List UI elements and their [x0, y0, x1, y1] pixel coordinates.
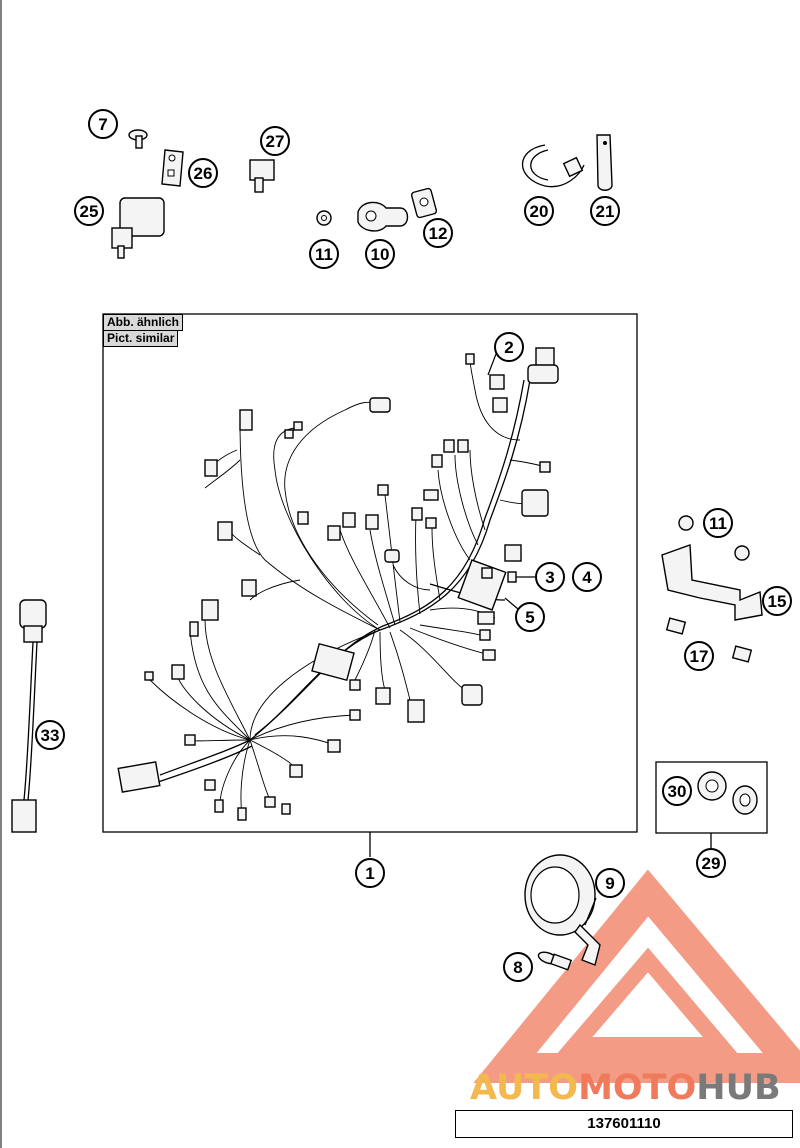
- svg-text:11: 11: [315, 245, 333, 264]
- callout-3: 3: [535, 562, 565, 592]
- svg-text:33: 33: [41, 726, 60, 745]
- callout-33: 33: [35, 720, 65, 750]
- svg-text:5: 5: [525, 608, 534, 627]
- callout-4: 4: [572, 562, 602, 592]
- callout-12: 12: [423, 218, 453, 248]
- part-20-cable-tie: [521, 144, 585, 188]
- svg-text:21: 21: [596, 202, 615, 221]
- svg-text:8: 8: [513, 958, 522, 977]
- svg-text:1: 1: [365, 864, 374, 883]
- svg-text:30: 30: [668, 782, 687, 801]
- callout-15: 15: [762, 586, 792, 616]
- part-27-connector: [249, 159, 275, 193]
- watermark-text: AUTOMOTOHUB: [470, 1068, 781, 1108]
- part-26-bracket: [161, 149, 184, 187]
- svg-text:17: 17: [690, 647, 709, 666]
- callout-10: 10: [365, 239, 395, 269]
- callout-17: 17: [684, 641, 714, 671]
- part-30-grommet: [697, 771, 758, 815]
- part-11-nut: [316, 210, 332, 226]
- callout-2: 2: [494, 332, 524, 362]
- watermark-part-hub: HUB: [696, 1068, 781, 1108]
- callout-11-top: 11: [309, 239, 339, 269]
- part-33-sensor-cable: [11, 599, 47, 833]
- part-9-horn: [524, 854, 601, 966]
- svg-text:15: 15: [768, 592, 787, 611]
- callout-20: 20: [524, 196, 554, 226]
- watermark-part-moto: MOTO: [578, 1068, 697, 1108]
- part-12-clip: [410, 187, 438, 219]
- leader-5: [504, 597, 519, 610]
- svg-text:12: 12: [429, 224, 448, 243]
- frame-label-english: Pict. similar: [103, 330, 179, 347]
- callout-9: 9: [595, 868, 625, 898]
- callout-7: 7: [88, 109, 118, 139]
- svg-text:9: 9: [605, 874, 614, 893]
- callout-11-right: 11: [703, 508, 733, 538]
- svg-text:25: 25: [80, 202, 99, 221]
- svg-text:10: 10: [371, 245, 390, 264]
- callout-5: 5: [515, 602, 545, 632]
- callout-25: 25: [74, 196, 104, 226]
- frame-label-german: Abb. ähnlich: [103, 314, 183, 331]
- watermark-part-auto: AUTO: [470, 1068, 579, 1108]
- part-10-clamp: [357, 201, 409, 232]
- svg-text:4: 4: [582, 568, 592, 587]
- svg-text:29: 29: [702, 854, 721, 873]
- svg-text:3: 3: [545, 568, 554, 587]
- callout-27: 27: [260, 126, 290, 156]
- svg-text:7: 7: [98, 115, 107, 134]
- callout-1: 1: [355, 858, 385, 888]
- svg-text:27: 27: [266, 132, 285, 151]
- part-15-bracket-group: [661, 515, 763, 663]
- callout-26: 26: [188, 158, 218, 188]
- svg-text:20: 20: [530, 202, 549, 221]
- part-8-screw: [537, 951, 573, 971]
- drawing-code: 137601110: [455, 1110, 793, 1138]
- part-25-relay: [111, 197, 165, 259]
- leader-2: [487, 353, 497, 376]
- part-7-screw: [128, 129, 148, 149]
- svg-text:26: 26: [194, 164, 213, 183]
- svg-text:11: 11: [709, 514, 727, 533]
- callout-29: 29: [696, 848, 726, 878]
- svg-text:2: 2: [504, 338, 513, 357]
- watermark-logo: [473, 869, 800, 1083]
- part-21-strap: [596, 134, 613, 191]
- callout-30: 30: [662, 776, 692, 806]
- callout-21: 21: [590, 196, 620, 226]
- callout-8: 8: [503, 952, 533, 982]
- harness-connectors: [117, 347, 559, 821]
